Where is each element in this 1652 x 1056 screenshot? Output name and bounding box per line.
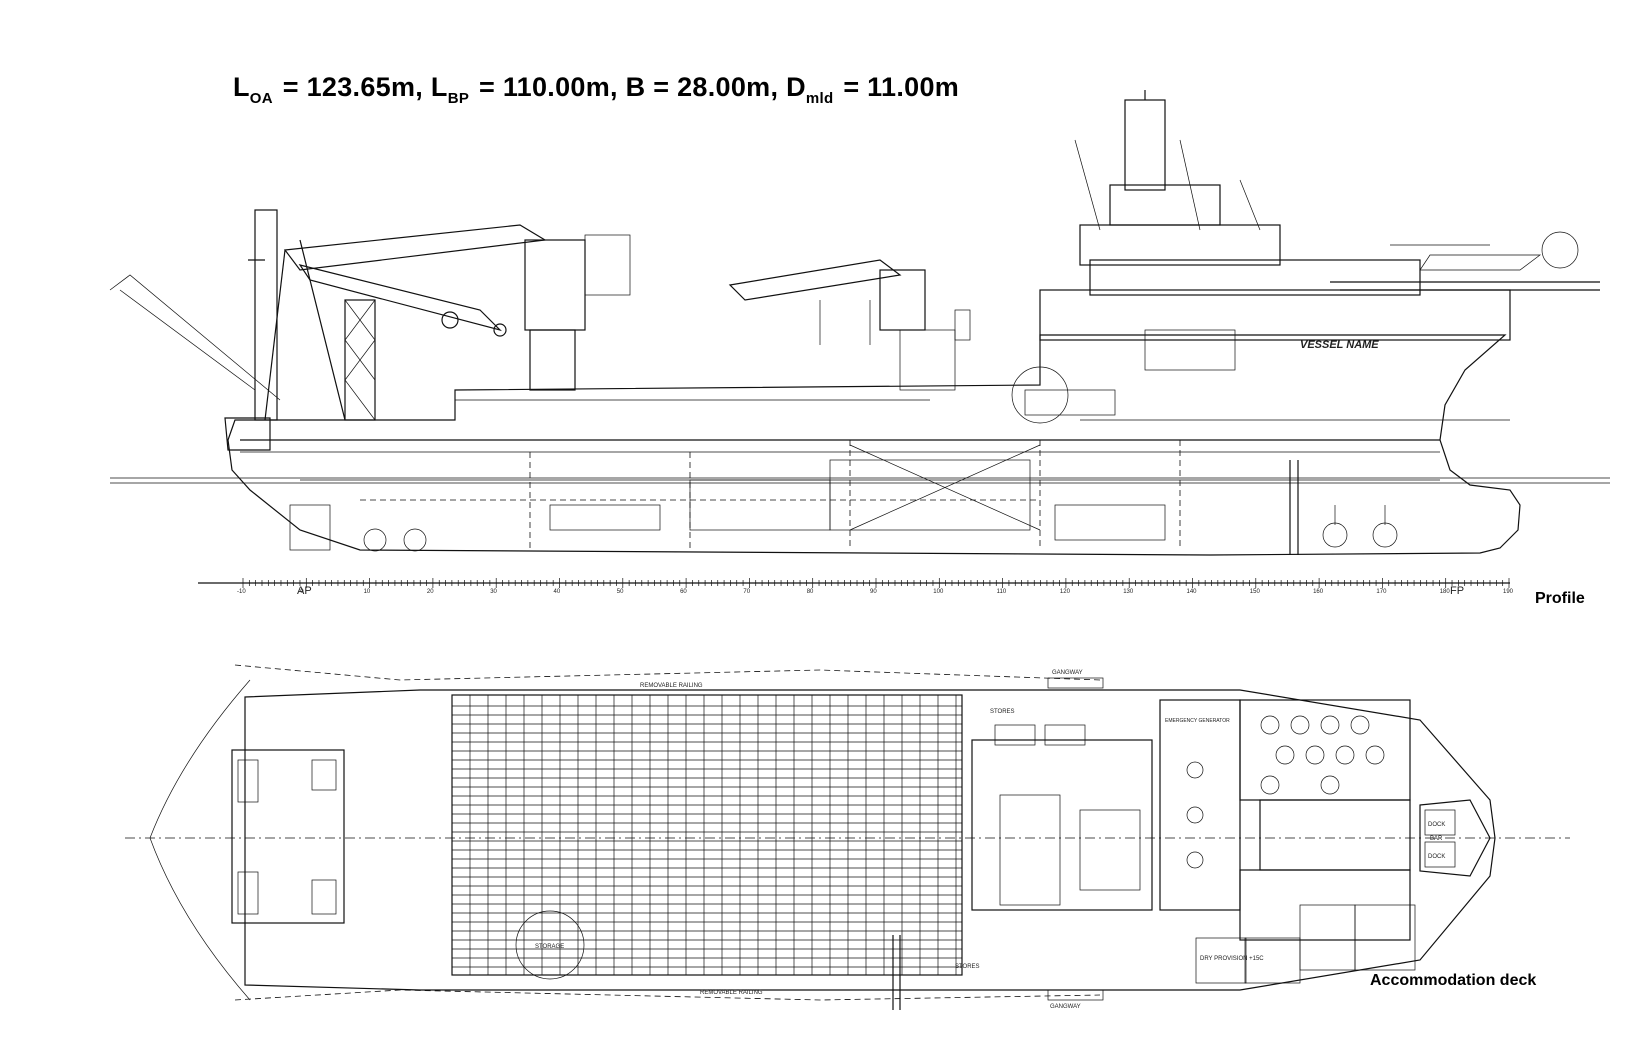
mid-crane — [728, 259, 971, 391]
gangway-top-label: GANGWAY — [1052, 670, 1083, 676]
removable-railing-bottom-label: REMOVABLE RAILING — [700, 990, 763, 996]
frame-tick-label: 150 — [1250, 589, 1261, 595]
frame-tick-label: 10 — [364, 589, 371, 595]
depth-sub: mld — [805, 90, 834, 107]
frame-tick-label: 170 — [1376, 589, 1387, 595]
deck-outline — [244, 689, 1496, 991]
hull-outline — [227, 334, 1521, 556]
frame-tick-label: -10 — [237, 589, 246, 595]
stern-a-frame — [109, 209, 376, 421]
frame-tick-label: 180 — [1440, 589, 1451, 595]
accommodation-caption: Accommodation deck — [1370, 972, 1537, 989]
frame-tick-label: 190 — [1503, 589, 1514, 595]
frame-tick-label: 120 — [1060, 589, 1071, 595]
lbp-sub: BP — [447, 90, 470, 107]
frame-tick-label: 70 — [743, 589, 750, 595]
ap-label: AP — [297, 585, 312, 597]
depth-symbol: D — [786, 72, 806, 102]
loa-sub: OA — [249, 90, 273, 107]
frame-tick-label: 90 — [870, 589, 877, 595]
fp-label: FP — [1450, 585, 1464, 597]
emergency-generator-label: EMERGENCY GENERATOR — [1165, 718, 1230, 724]
frame-tick-label: 130 — [1123, 589, 1134, 595]
frame-tick-label: 50 — [617, 589, 624, 595]
lbp-value: = 110.00m, — [478, 72, 618, 102]
gangway-bottom-label: GANGWAY — [1050, 1004, 1081, 1010]
depth-value: = 11.00m — [843, 72, 960, 102]
removable-railing-top-label: REMOVABLE RAILING — [640, 683, 703, 689]
vessel-name-label: VESSEL NAME — [1300, 339, 1379, 351]
loa-symbol: L — [233, 72, 250, 102]
profile-view: VESSEL NAME -10 0 10 20 30 40 50 60 70 80 90 100 110… — [109, 90, 1610, 597]
frame-tick-label: 20 — [427, 589, 434, 595]
bridge-superstructure — [1011, 90, 1600, 441]
dock-b-label: DOCK — [1428, 854, 1445, 860]
profile-caption: Profile — [1535, 590, 1585, 607]
frame-tick-label: 30 — [490, 589, 497, 595]
dock-a-label: DOCK — [1428, 822, 1445, 828]
frame-tick-label: 140 — [1187, 589, 1198, 595]
lbp-symbol: L — [430, 72, 448, 102]
bar-label: BAR — [1430, 836, 1443, 842]
cargo-grid — [451, 694, 963, 976]
loa-value: = 123.65m, — [282, 72, 424, 102]
frame-tick-label: 160 — [1313, 589, 1324, 595]
accommodation-plan: REMOVABLE RAILING REMOVABLE RAILING STOR… — [125, 664, 1570, 1010]
stores-top-label: STORES — [990, 709, 1015, 715]
frame-tick-label: 0 — [300, 589, 304, 595]
frame-tick-label: 110 — [997, 589, 1007, 595]
frame-tick-label: 100 — [933, 589, 944, 595]
storage-label: STORAGE — [535, 944, 564, 950]
frame-tick-label: 60 — [680, 589, 687, 595]
frame-tick-label: 80 — [807, 589, 814, 595]
principal-dimensions: LOA = 123.65m, LBP = 110.00m, B = 28.00m… — [233, 72, 959, 107]
stores-bottom-label: STORES — [955, 964, 980, 970]
frame-tick-label: 40 — [554, 589, 561, 595]
frame-scale: -10 0 10 20 30 40 50 60 70 80 90 100 110 120 130 140 150… — [198, 578, 1514, 595]
dry-provision-label: DRY PROVISION +15C — [1200, 956, 1264, 962]
aft-crane — [283, 224, 631, 391]
beam-value: B = 28.00m, — [625, 72, 779, 102]
